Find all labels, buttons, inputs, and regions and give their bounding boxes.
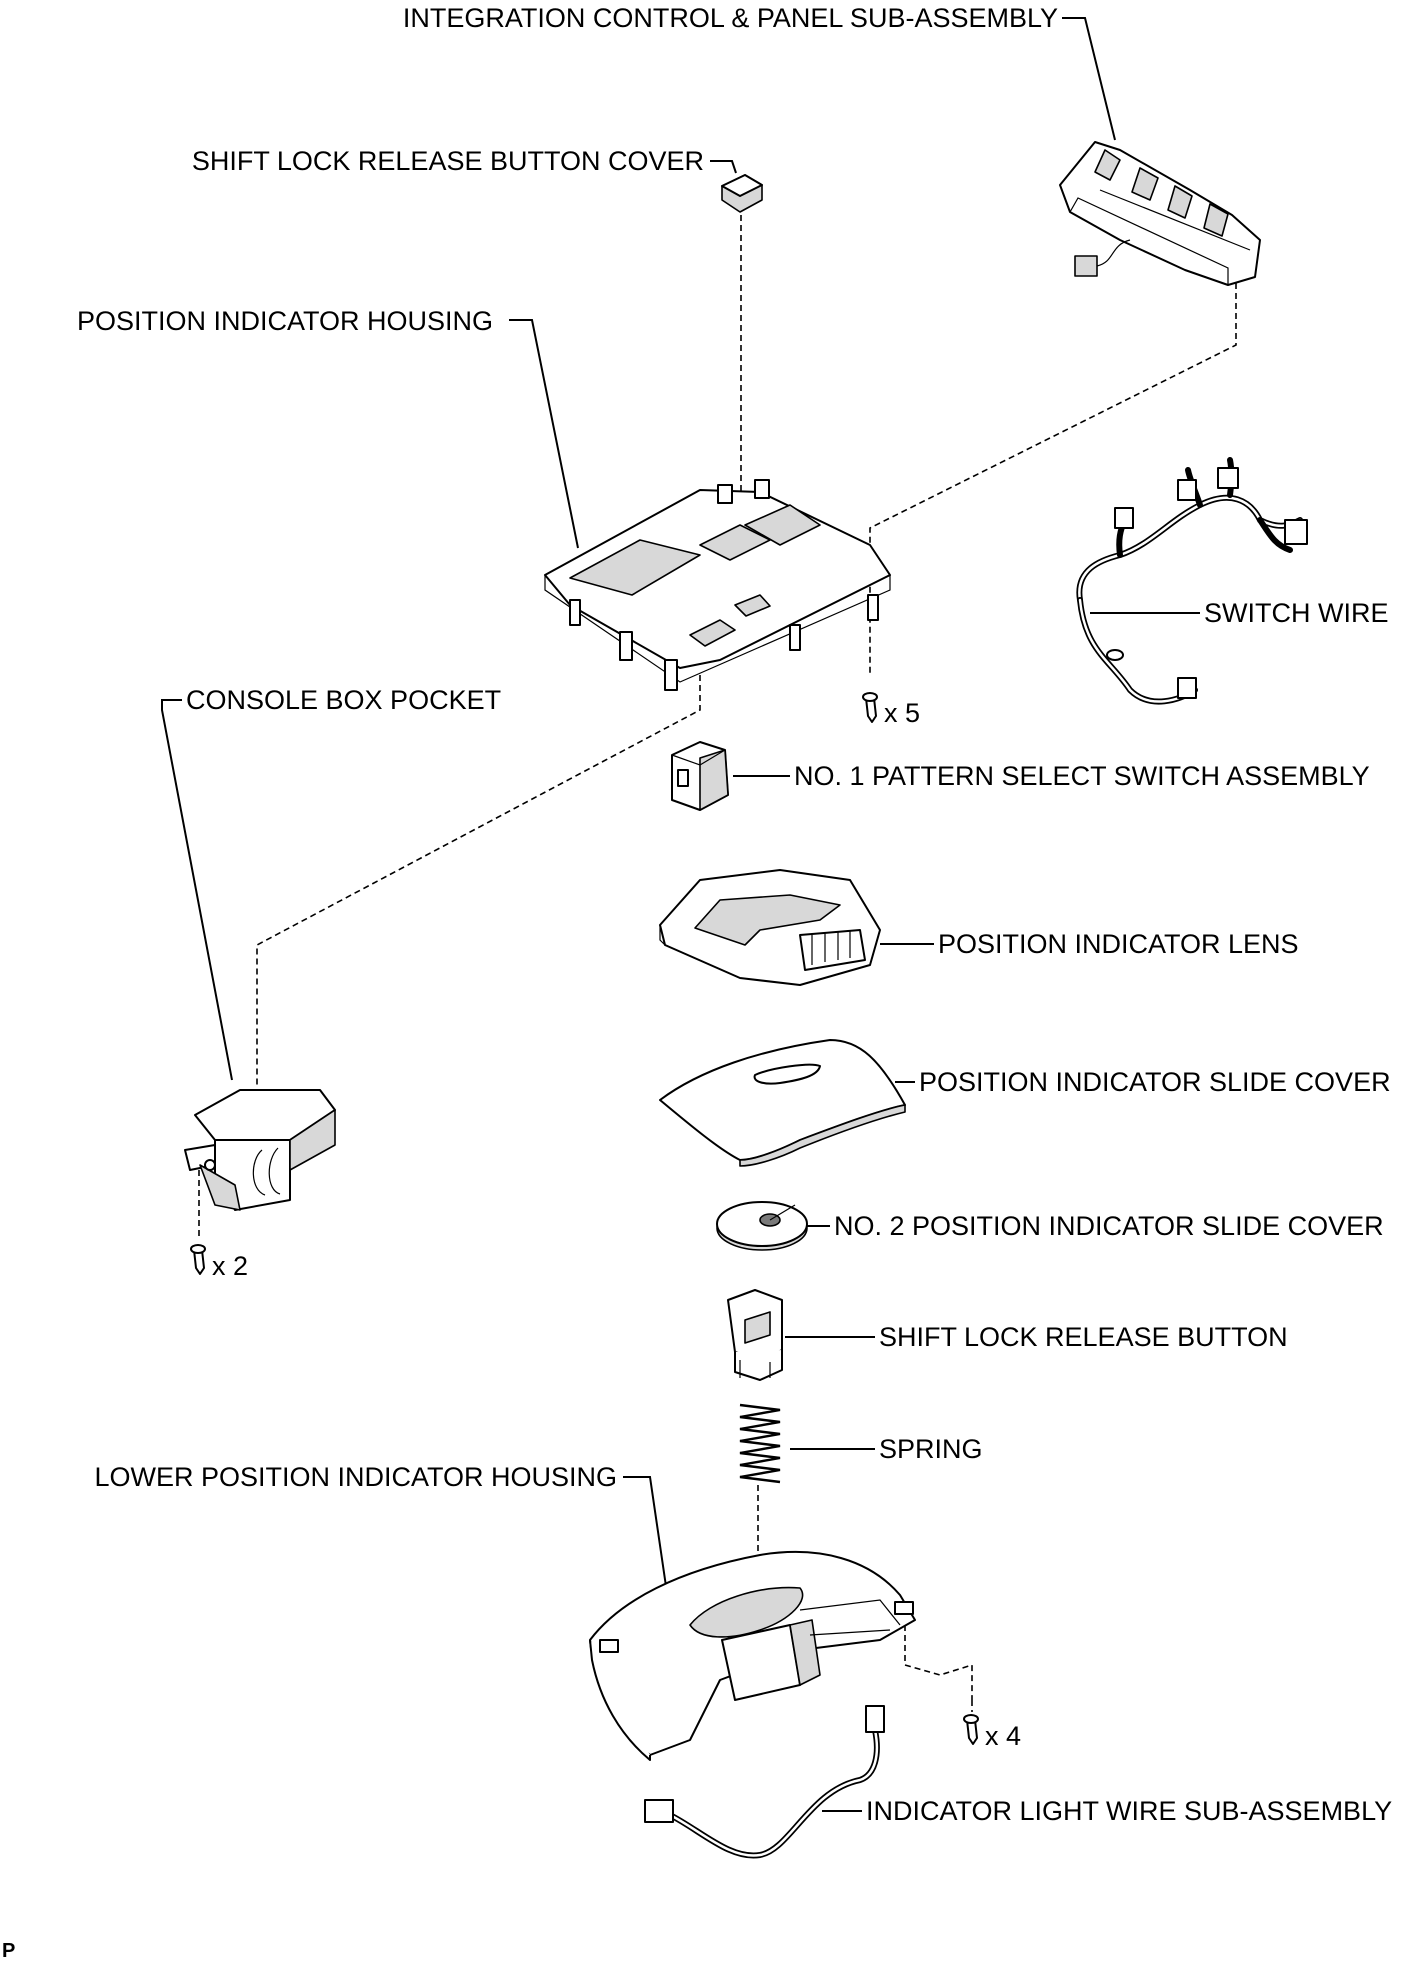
screw-count-housing: x 5 (884, 698, 920, 728)
label-switch-wire: SWITCH WIRE (1204, 598, 1388, 628)
label-slide-cover-2: NO. 2 POSITION INDICATOR SLIDE COVER (834, 1211, 1384, 1241)
label-indicator-light-wire: INDICATOR LIGHT WIRE SUB-ASSEMBLY (866, 1796, 1392, 1826)
label-shift-lock-cover: SHIFT LOCK RELEASE BUTTON COVER (192, 146, 704, 176)
labels: INTEGRATION CONTROL & PANEL SUB-ASSEMBLY… (2, 3, 1392, 1962)
lower-housing-part (589, 1551, 916, 1761)
label-integration-control: INTEGRATION CONTROL & PANEL SUB-ASSEMBLY (403, 3, 1058, 33)
leader-lines (161, 17, 1200, 1812)
screw-count-lower: x 4 (985, 1721, 1021, 1751)
integration-control-panel-part (1059, 141, 1261, 286)
corner-mark: P (2, 1940, 15, 1962)
shift-lock-button-part (727, 1289, 783, 1381)
screw-icon (963, 1714, 979, 1745)
label-spring: SPRING (879, 1434, 983, 1464)
pattern-select-switch-part (671, 741, 729, 811)
spring-part (739, 1403, 781, 1484)
label-lower-housing: LOWER POSITION INDICATOR HOUSING (94, 1462, 617, 1492)
position-indicator-lens-part (659, 869, 881, 986)
position-indicator-slide-cover-part (659, 1039, 906, 1167)
console-box-pocket-part (184, 1089, 336, 1211)
switch-wire-part (1076, 457, 1308, 705)
indicator-light-wire-part (644, 1705, 885, 1859)
label-position-indicator-housing: POSITION INDICATOR HOUSING (77, 306, 493, 336)
screw-count-pocket: x 2 (212, 1251, 248, 1281)
shift-lock-cover-part (721, 174, 763, 213)
screw-icon (862, 692, 878, 723)
label-slide-cover: POSITION INDICATOR SLIDE COVER (919, 1067, 1391, 1097)
screw-icon (190, 1244, 206, 1275)
slide-cover-2-part (716, 1201, 808, 1251)
label-console-box-pocket: CONSOLE BOX POCKET (186, 685, 501, 715)
label-shift-lock-button: SHIFT LOCK RELEASE BUTTON (879, 1322, 1288, 1352)
label-pattern-select-switch: NO. 1 PATTERN SELECT SWITCH ASSEMBLY (794, 761, 1370, 791)
label-position-indicator-lens: POSITION INDICATOR LENS (938, 929, 1299, 959)
position-indicator-housing-part (544, 479, 891, 691)
